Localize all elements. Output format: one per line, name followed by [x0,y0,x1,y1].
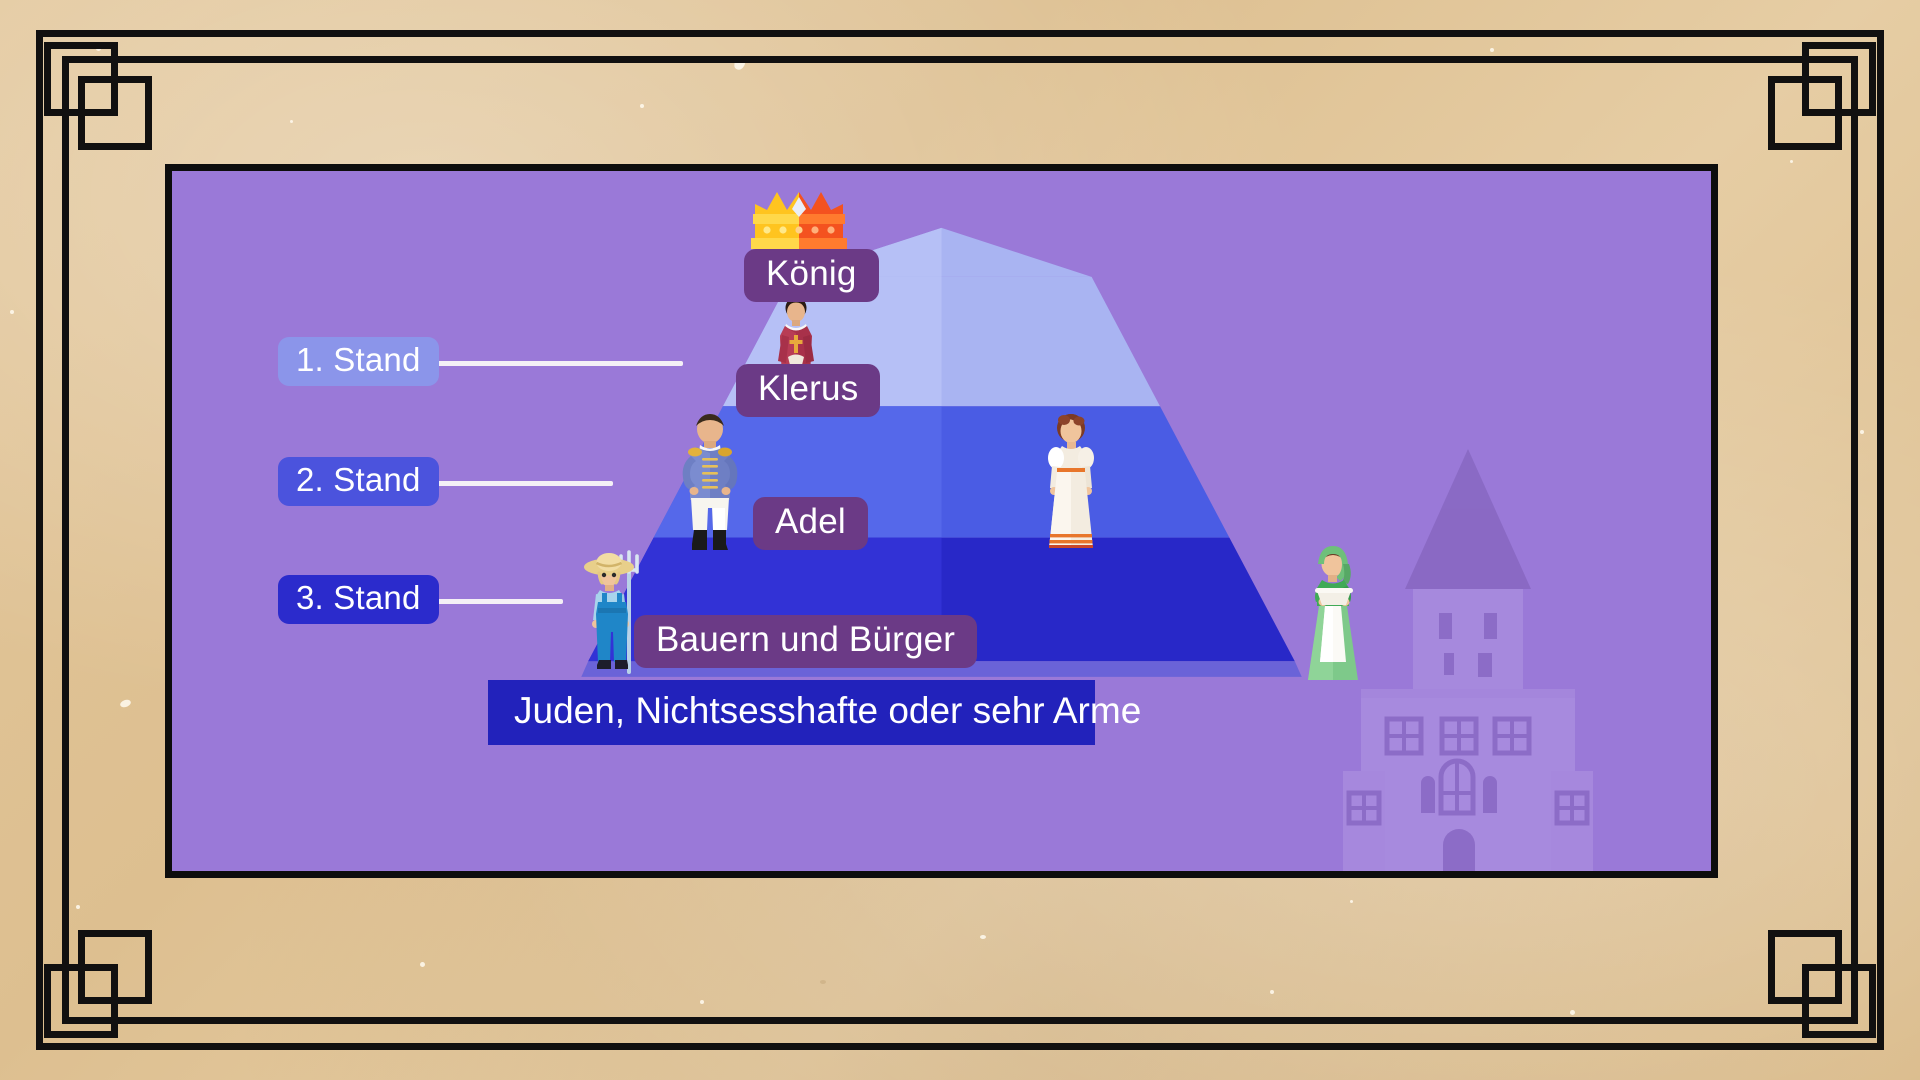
social-pyramid-graphic [581,227,1302,677]
crown-icon [751,192,847,249]
town-hall-building-icon [1343,449,1593,871]
estate-badge-2[interactable]: 2. Stand [278,457,439,506]
tier-badge-bauern-buerger[interactable]: Bauern und Bürger [634,615,978,668]
tier-badge-klerus[interactable]: Klerus [736,364,881,417]
tier-badge-koenig[interactable]: König [744,249,879,302]
base-bar-outcasts[interactable]: Juden, Nichtsesshafte oder sehr Arme [488,680,1141,745]
noblewoman-figure [1048,414,1094,548]
connector-line-1 [423,361,683,366]
nobleman-figure [682,414,738,550]
slide-panel: 1. Stand 2. Stand 3. Stand König Klerus … [165,164,1718,878]
corner-ornament-bl-inner [78,930,152,1004]
tier-badge-adel[interactable]: Adel [753,497,868,550]
connector-line-2 [423,481,613,486]
farmer-figure [584,550,639,674]
corner-ornament-tl-inner [78,76,152,150]
connector-line-3 [423,599,563,604]
estate-badge-3[interactable]: 3. Stand [278,575,439,624]
townswoman-figure [1308,546,1358,680]
corner-ornament-tr-inner [1768,76,1842,150]
estate-badge-1[interactable]: 1. Stand [278,337,439,386]
corner-ornament-br-inner [1768,930,1842,1004]
